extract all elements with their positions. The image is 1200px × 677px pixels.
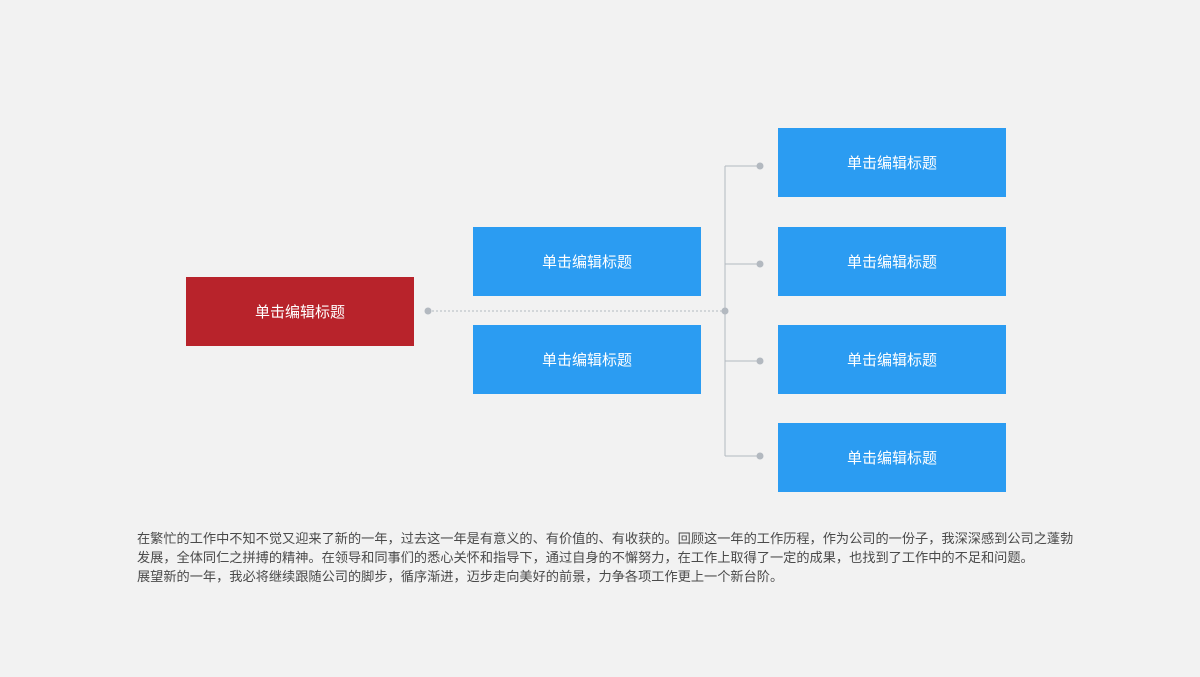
middle-node-label: 单击编辑标题 bbox=[541, 351, 632, 369]
middle-node-label: 单击编辑标题 bbox=[541, 253, 632, 271]
branch-dot-2 bbox=[756, 260, 764, 268]
description-paragraph-1: 在繁忙的工作中不知不觉又迎来了新的一年，过去这一年是有意义的、有价值的、有收获的… bbox=[137, 532, 1074, 566]
leaf-node-label: 单击编辑标题 bbox=[846, 351, 937, 369]
middle-node-title-2[interactable]: 单击编辑标题 bbox=[473, 325, 701, 394]
spine-connector-dot bbox=[721, 307, 729, 315]
root-connector-dot bbox=[424, 307, 432, 315]
description-text-block[interactable]: 在繁忙的工作中不知不觉又迎来了新的一年，过去这一年是有意义的、有价值的、有收获的… bbox=[137, 530, 1082, 587]
leaf-node-title-3[interactable]: 单击编辑标题 bbox=[778, 325, 1006, 394]
root-node-label: 单击编辑标题 bbox=[254, 303, 345, 321]
leaf-node-title-1[interactable]: 单击编辑标题 bbox=[778, 128, 1006, 197]
branch-dot-3 bbox=[756, 357, 764, 365]
branch-dot-1 bbox=[756, 162, 764, 170]
middle-node-title-1[interactable]: 单击编辑标题 bbox=[473, 227, 701, 296]
branch-dot-4 bbox=[756, 452, 764, 460]
leaf-node-label: 单击编辑标题 bbox=[846, 154, 937, 172]
root-node-title[interactable]: 单击编辑标题 bbox=[186, 277, 414, 346]
leaf-node-label: 单击编辑标题 bbox=[846, 449, 937, 467]
leaf-node-label: 单击编辑标题 bbox=[846, 253, 937, 271]
leaf-node-title-2[interactable]: 单击编辑标题 bbox=[778, 227, 1006, 296]
description-paragraph-2: 展望新的一年，我必将继续跟随公司的脚步，循序渐进，迈步走向美好的前景，力争各项工… bbox=[137, 570, 784, 585]
leaf-node-title-4[interactable]: 单击编辑标题 bbox=[778, 423, 1006, 492]
